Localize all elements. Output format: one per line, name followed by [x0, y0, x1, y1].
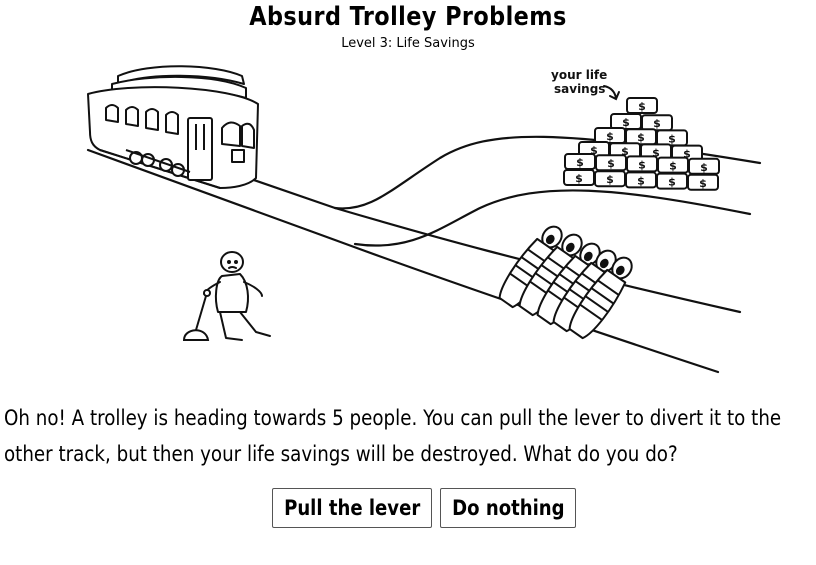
dollar-sign-icon: $ [699, 177, 707, 190]
dollar-sign-icon: $ [606, 130, 614, 143]
dollar-sign-icon: $ [637, 131, 645, 144]
do-nothing-button[interactable]: Do nothing [440, 488, 576, 528]
dollar-sign-icon: $ [653, 117, 661, 130]
dollar-sign-icon: $ [668, 176, 676, 189]
dollar-sign-icon: $ [652, 146, 660, 159]
money-bundle [656, 129, 688, 147]
dollar-sign-icon: $ [700, 161, 708, 174]
dollar-sign-icon: $ [668, 132, 676, 145]
level-subtitle: Level 3: Life Savings [341, 36, 475, 51]
main-track-rail-lower [86, 148, 720, 374]
money-label-line2: savings [554, 82, 605, 96]
lever-person [203, 251, 271, 341]
dollar-sign-icon: $ [683, 148, 691, 161]
trolley [87, 65, 259, 189]
prompt-line-2: other track, but then your life savings … [4, 442, 678, 466]
prompt-line-1: Oh no! A trolley is heading towards 5 pe… [4, 406, 782, 430]
trolley-scene: your life savings $ $ $ $ $ $ $ $ $ $ $ $ $ $ $ $ $ $ $ $ [86, 65, 762, 374]
dollar-sign-icon: $ [669, 160, 677, 173]
pull-lever-button[interactable]: Pull the lever [272, 488, 432, 528]
money-label-line1: your life [551, 68, 607, 82]
dollar-sign-icon: $ [621, 145, 629, 158]
scenario-prompt: Oh no! A trolley is heading towards 5 pe… [4, 400, 787, 472]
money-bundle [641, 114, 673, 132]
pull-lever-label: Pull the lever [283, 496, 421, 520]
dollar-sign-icon: $ [637, 174, 645, 187]
dollar-sign-icon: $ [590, 144, 598, 157]
money-bundle [626, 97, 658, 114]
tied-people [498, 225, 633, 340]
do-nothing-label: Do nothing [451, 496, 565, 520]
dollar-sign-icon: $ [607, 157, 615, 170]
money-stack: $ $ $ $ $ $ $ $ $ $ $ $ $ $ $ $ $ $ $ $ [563, 97, 720, 191]
page-title: Absurd Trolley Problems [249, 2, 567, 32]
money-arrow-icon [603, 85, 620, 101]
dollar-sign-icon: $ [606, 173, 614, 186]
main-track-rail-upper [98, 125, 742, 314]
dollar-sign-icon: $ [638, 100, 646, 113]
dollar-sign-icon: $ [622, 116, 630, 129]
dollar-sign-icon: $ [638, 158, 646, 171]
dollar-sign-icon: $ [576, 156, 584, 169]
branch-track-rail-lower [353, 189, 752, 247]
money-bundle [687, 173, 719, 191]
dollar-sign-icon: $ [575, 172, 583, 185]
lever-icon[interactable] [182, 289, 211, 341]
